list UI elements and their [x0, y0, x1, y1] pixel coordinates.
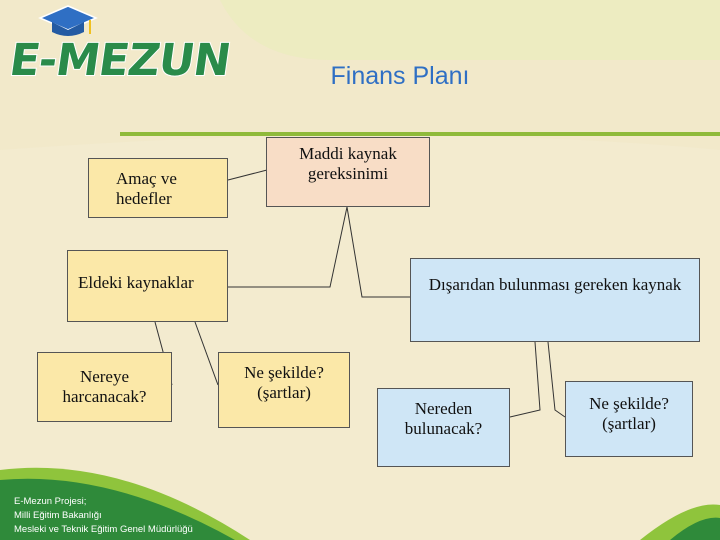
- box-nereye-label: Nereye harcanacak?: [62, 367, 147, 406]
- box-eldeki-kaynaklar: Eldeki kaynaklar: [67, 250, 228, 322]
- box-disaridan-kaynak: Dışarıdan bulunması gereken kaynak: [410, 258, 700, 342]
- box-ne-sekilde-right: Ne şekilde? (şartlar): [565, 381, 693, 457]
- box-ne-sekilde-left: Ne şekilde? (şartlar): [218, 352, 350, 428]
- box-nereden-label: Nereden bulunacak?: [404, 399, 483, 438]
- connector-disaridan-nereden: [509, 341, 541, 418]
- footer-line: Mesleki ve Teknik Eğitim Genel Müdürlüğü: [14, 524, 193, 535]
- footer-line: Milli Eğitim Bakanlığı: [14, 510, 102, 521]
- box-ne-sekilde-right-label: Ne şekilde? (şartlar): [589, 394, 669, 433]
- connector-maddi-eldeki: [228, 206, 348, 288]
- box-maddi-label: Maddi kaynak gereksinimi: [299, 144, 397, 183]
- box-maddi-kaynak: Maddi kaynak gereksinimi: [266, 137, 430, 207]
- box-disaridan-label: Dışarıdan bulunması gereken kaynak: [428, 275, 682, 294]
- box-nereden-bulunacak: Nereden bulunacak?: [377, 388, 510, 467]
- box-amac-label: Amaç ve hedefler: [116, 169, 177, 208]
- box-ne-sekilde-left-label: Ne şekilde? (şartlar): [244, 363, 324, 402]
- connector-maddi-disaridan: [346, 206, 410, 298]
- footer-line: E-Mezun Projesi;: [14, 496, 87, 507]
- box-amac-ve-hedefler: Amaç ve hedefler: [88, 158, 228, 218]
- connector-eldeki-nesekilde: [194, 321, 219, 386]
- connector-amac-maddi: [227, 169, 268, 181]
- page-title: Finans Planı: [330, 62, 470, 90]
- title-divider: [120, 132, 720, 136]
- box-nereye-harcanacak: Nereye harcanacak?: [37, 352, 172, 422]
- box-eldeki-label: Eldeki kaynaklar: [78, 273, 194, 292]
- connector-disaridan-nesekilde: [547, 341, 566, 418]
- footer: E-Mezun Projesi; Milli Eğitim Bakanlığı …: [14, 495, 193, 537]
- graduation-cap-icon: [38, 5, 98, 36]
